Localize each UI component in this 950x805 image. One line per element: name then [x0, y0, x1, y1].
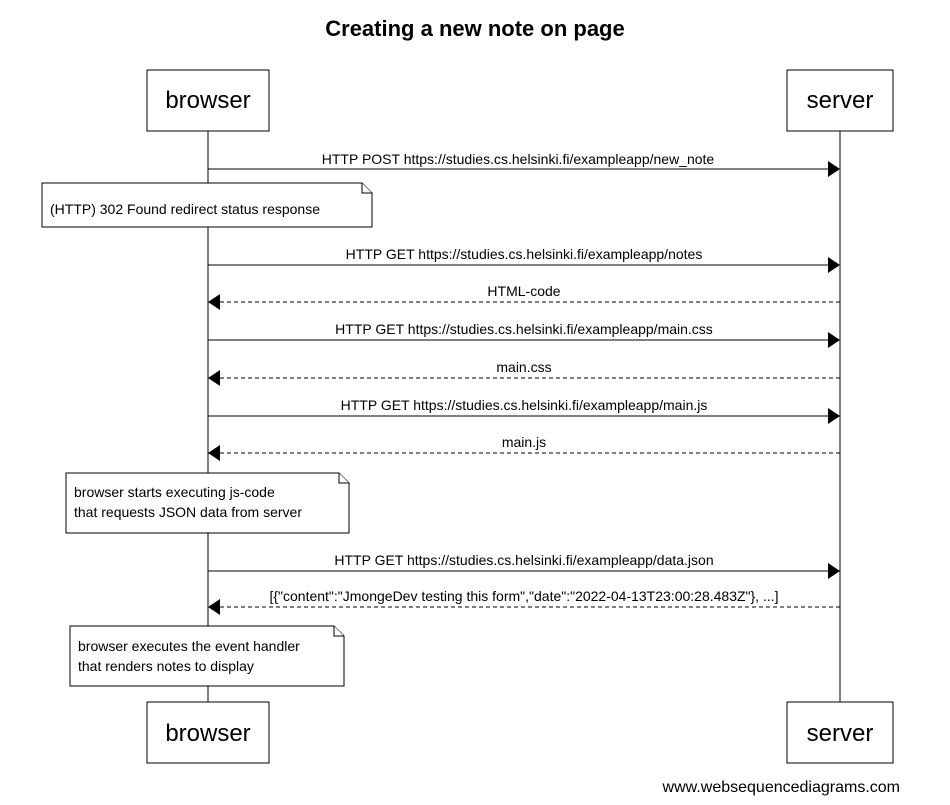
server-actor-top-label: server [807, 87, 874, 114]
message-label: main.js [502, 434, 546, 450]
message-get-data-json: HTTP GET https://studies.cs.helsinki.fi/… [208, 552, 840, 579]
message-get-notes: HTTP GET https://studies.cs.helsinki.fi/… [208, 246, 840, 273]
note-js-execution: browser starts executing js-code that re… [65, 472, 350, 534]
note-redirect: (HTTP) 302 Found redirect status respons… [41, 182, 373, 228]
note-line: (HTTP) 302 Found redirect status respons… [50, 201, 320, 217]
browser-actor-top: browser [146, 69, 270, 132]
browser-actor-bottom-label: browser [165, 720, 250, 747]
message-main-js: main.js [208, 434, 840, 461]
server-actor-top: server [786, 69, 894, 132]
browser-actor-top-label: browser [165, 87, 250, 114]
message-label: HTTP GET https://studies.cs.helsinki.fi/… [346, 246, 703, 262]
server-actor-bottom-label: server [807, 720, 874, 747]
note-event-handler: browser executes the event handler that … [69, 625, 345, 687]
message-html-code: HTML-code [208, 283, 840, 310]
message-label: HTTP POST https://studies.cs.helsinki.fi… [322, 151, 715, 167]
message-main-css: main.css [208, 359, 840, 386]
note-line: that renders notes to display [78, 658, 254, 674]
message-label: [{"content":"JmongeDev testing this form… [269, 588, 778, 604]
footer-credit: www.websequencediagrams.com [662, 779, 900, 796]
browser-actor-bottom: browser [146, 701, 270, 764]
note-line: browser executes the event handler [78, 638, 300, 654]
message-label: HTTP GET https://studies.cs.helsinki.fi/… [341, 397, 708, 413]
note-line: that requests JSON data from server [74, 504, 302, 520]
message-label: main.css [496, 359, 551, 375]
message-label: HTTP GET https://studies.cs.helsinki.fi/… [335, 321, 713, 337]
message-label: HTML-code [487, 283, 560, 299]
message-json-data: [{"content":"JmongeDev testing this form… [208, 588, 840, 615]
message-post-new-note: HTTP POST https://studies.cs.helsinki.fi… [208, 151, 840, 177]
message-get-main-js: HTTP GET https://studies.cs.helsinki.fi/… [208, 397, 840, 424]
message-get-main-css: HTTP GET https://studies.cs.helsinki.fi/… [208, 321, 840, 348]
message-label: HTTP GET https://studies.cs.helsinki.fi/… [334, 552, 713, 568]
server-actor-bottom: server [786, 701, 894, 764]
note-line: browser starts executing js-code [74, 484, 275, 500]
diagram-title: Creating a new note on page [325, 16, 625, 41]
